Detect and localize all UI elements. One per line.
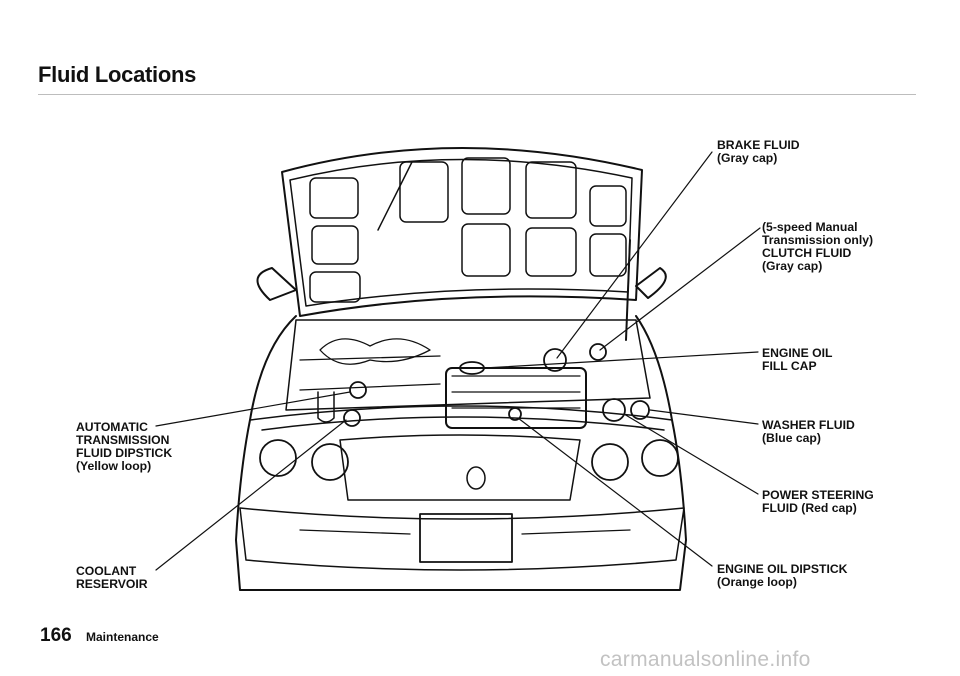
page-number: 166 bbox=[40, 625, 72, 646]
clutch-fluid-cap bbox=[589, 343, 607, 361]
right-mirror bbox=[635, 267, 667, 299]
page-title: Fluid Locations bbox=[38, 62, 197, 87]
washer-fluid-leader bbox=[649, 409, 759, 425]
washer-fluid-label: WASHER FLUID (Blue cap) bbox=[762, 418, 855, 445]
header-divider bbox=[38, 94, 916, 95]
license-plate bbox=[419, 513, 513, 563]
power-steering-leader bbox=[623, 413, 759, 495]
atf-dipstick-label: AUTOMATIC TRANSMISSION FLUID DIPSTICK (Y… bbox=[76, 420, 173, 473]
coolant-reservoir-label: COOLANT RESERVOIR bbox=[76, 564, 148, 591]
brake-fluid-cap bbox=[543, 348, 567, 372]
watermark: carmanualsonline.info bbox=[600, 648, 811, 671]
clutch-fluid-leader bbox=[599, 227, 761, 351]
hood-prop-rod bbox=[625, 239, 631, 341]
coolant-leader bbox=[155, 419, 347, 571]
atf-dipstick-loop bbox=[349, 381, 367, 399]
left-headlight-outer bbox=[259, 439, 297, 477]
left-mirror bbox=[256, 267, 297, 301]
engine-block bbox=[285, 319, 651, 411]
hood-outline bbox=[281, 147, 643, 317]
right-headlight-inner bbox=[591, 443, 629, 481]
engine-oil-dipstick-leader bbox=[517, 417, 713, 567]
brake-fluid-label: BRAKE FLUID (Gray cap) bbox=[717, 138, 800, 165]
front-bumper bbox=[239, 507, 685, 571]
front-emblem bbox=[466, 466, 486, 490]
engine-oil-dipstick-loop bbox=[508, 407, 522, 421]
brake-fluid-leader bbox=[556, 151, 713, 359]
engine-oil-fill-leader bbox=[483, 351, 759, 369]
section-name: Maintenance bbox=[86, 630, 159, 644]
engine-oil-dipstick-label: ENGINE OIL DIPSTICK (Orange loop) bbox=[717, 562, 848, 589]
power-steering-label: POWER STEERING FLUID (Red cap) bbox=[762, 488, 874, 515]
atf-dipstick-leader bbox=[155, 391, 351, 427]
engine-oil-fill-label: ENGINE OIL FILL CAP bbox=[762, 346, 833, 373]
right-headlight-outer bbox=[641, 439, 679, 477]
front-fascia bbox=[339, 434, 581, 501]
coolant-reservoir bbox=[343, 409, 361, 427]
left-headlight-inner bbox=[311, 443, 349, 481]
power-steering-cap bbox=[602, 398, 626, 422]
clutch-fluid-label: (5-speed Manual Transmission only) CLUTC… bbox=[762, 220, 874, 273]
body-outline bbox=[235, 315, 687, 591]
washer-fluid-cap bbox=[630, 400, 650, 420]
